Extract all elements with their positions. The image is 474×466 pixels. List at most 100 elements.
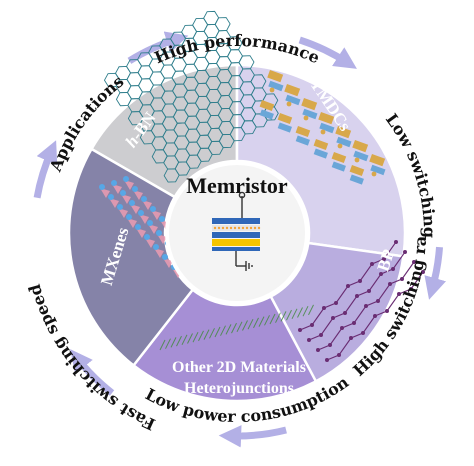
device-dot	[217, 226, 221, 230]
mxene-atom	[123, 176, 129, 182]
mxene-atom	[153, 244, 159, 250]
ring-arrow-4	[218, 425, 287, 448]
tmdc-block	[267, 69, 284, 83]
bp-atom	[328, 343, 332, 347]
hetero-bond	[291, 308, 298, 320]
mxene-octahedron	[148, 224, 158, 234]
tmdc-block	[349, 174, 364, 185]
hetero-bond	[170, 337, 177, 348]
device-dot	[241, 226, 245, 230]
tmdc-block	[313, 139, 329, 151]
mxene-octahedron	[157, 234, 167, 244]
mxene-octahedron	[124, 180, 134, 190]
bp-atom	[367, 289, 371, 293]
ring-arrows	[33, 31, 446, 448]
bp-atom	[421, 270, 425, 274]
mxene-atom	[135, 224, 141, 230]
mxene-atom	[147, 220, 153, 226]
bp-atom	[391, 267, 395, 271]
device-dot	[221, 226, 225, 230]
tmdc-block	[331, 161, 346, 172]
tmdc-block	[284, 83, 301, 97]
hetero-bond	[176, 335, 182, 347]
mxene-atom	[144, 234, 150, 240]
device-dot	[237, 226, 241, 230]
tmdc-atom	[286, 101, 292, 107]
tmdc-block	[301, 97, 318, 111]
mxene-octahedron	[136, 228, 146, 238]
tmdc-atom	[303, 115, 309, 121]
tmdc-block	[268, 80, 284, 92]
bp-atom	[382, 257, 386, 261]
tmdc-block	[277, 112, 293, 125]
tmdc-block	[277, 122, 292, 133]
bp-atom	[403, 250, 407, 254]
tmdc-block	[319, 122, 335, 134]
device-dot	[233, 226, 237, 230]
center-memristor: Memristor	[165, 161, 309, 305]
mxene-octahedron	[151, 210, 161, 220]
bp-atom	[385, 309, 389, 313]
bp-atom	[307, 338, 311, 342]
bp-atom	[355, 294, 359, 298]
tmdc-block	[336, 136, 352, 148]
memristor-device-icon	[212, 191, 261, 271]
hetero-bond	[192, 331, 199, 343]
mxene-atom	[132, 186, 138, 192]
mxene-octahedron	[112, 184, 122, 194]
mxene-octahedron	[154, 248, 164, 258]
hetero-bond	[159, 339, 166, 351]
ring-arrow-6	[33, 140, 58, 199]
device-dot	[249, 226, 253, 230]
bp-atom	[325, 358, 329, 362]
mxene-atom	[129, 200, 135, 206]
bp-atom	[397, 292, 401, 296]
hbn-lattice-illustration	[103, 10, 279, 183]
bp-atom	[400, 277, 404, 281]
hetero-bond	[209, 328, 215, 339]
mxene-atom	[150, 206, 156, 212]
hetero-bond	[302, 305, 309, 317]
ring-arrow-5	[70, 349, 115, 396]
mxene-octahedron	[130, 204, 140, 214]
bp-atom	[370, 262, 374, 266]
bp-atom	[361, 331, 365, 335]
hetero-bond	[225, 324, 232, 335]
bp-atom	[298, 328, 302, 332]
bp-atom	[310, 323, 314, 327]
mxene-octahedron	[145, 238, 155, 248]
heterojunction-illustration	[159, 304, 314, 351]
bp-atom	[394, 240, 398, 244]
bp-atom	[346, 284, 350, 288]
tmdc-block	[331, 151, 347, 164]
mxene-atom	[141, 196, 147, 202]
hetero-bond	[165, 338, 171, 349]
segment-label-other-line1: Other 2D Materials	[172, 359, 306, 376]
hetero-bond	[198, 330, 204, 342]
hetero-bond	[264, 315, 270, 326]
device-dot	[257, 226, 261, 230]
mxene-octahedron	[133, 190, 143, 200]
bp-atom	[388, 282, 392, 286]
mxene-atom	[120, 190, 126, 196]
hetero-bond	[280, 311, 287, 322]
mxene-atom	[162, 254, 168, 260]
mxene-octahedron	[109, 198, 119, 208]
tmdc-atom	[269, 87, 275, 93]
segment-other	[131, 287, 318, 403]
bp-atom	[373, 314, 377, 318]
hetero-bond	[242, 320, 248, 331]
tmdc-block	[369, 153, 386, 167]
bp-atom	[352, 321, 356, 325]
mxene-octahedron	[142, 200, 152, 210]
hetero-bond	[236, 321, 243, 333]
mxene-octahedron	[118, 208, 128, 218]
bp-atom	[340, 326, 344, 330]
mxene-atom	[138, 210, 144, 216]
bp-atom	[319, 333, 323, 337]
tmdc-block	[352, 140, 369, 153]
bp-atom	[337, 353, 341, 357]
hetero-bond	[247, 318, 254, 330]
tmdc-block	[285, 94, 301, 106]
